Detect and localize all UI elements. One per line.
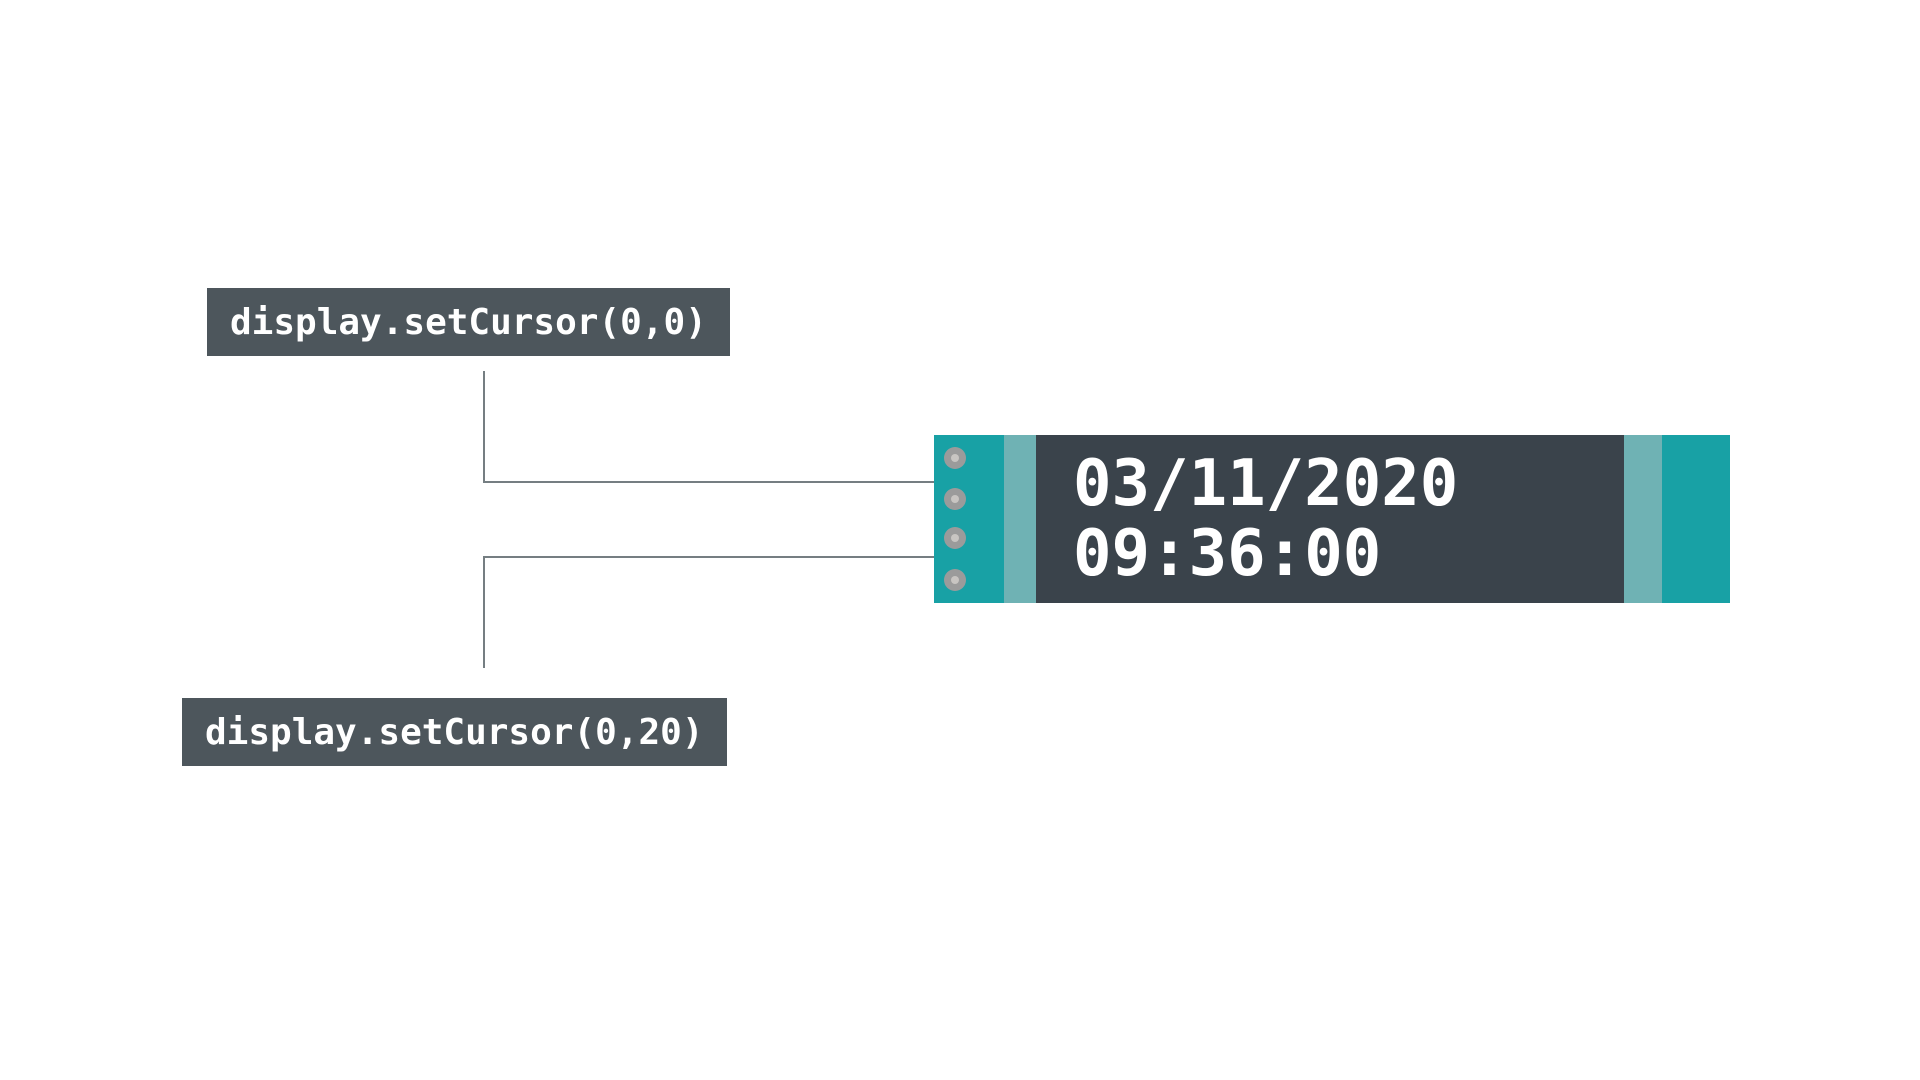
connector-vertical-top: [483, 371, 485, 483]
screen-text-date: 03/11/2020: [1073, 447, 1459, 521]
solder-pad-icon: [944, 569, 966, 591]
pcb-pin-column: [934, 435, 1004, 603]
connector-vertical-bottom: [483, 556, 485, 668]
pcb-edge-right: [1662, 435, 1730, 603]
connector-horizontal-bottom: [483, 556, 1004, 558]
solder-pad-icon: [944, 447, 966, 469]
connector-horizontal-top: [483, 481, 1004, 483]
solder-pad-icon: [944, 527, 966, 549]
code-label-set-cursor-0-20: display.setCursor(0,20): [182, 698, 727, 766]
screen-text-time: 09:36:00: [1073, 517, 1382, 591]
oled-screen: 03/11/2020 09:36:00: [1036, 435, 1624, 603]
solder-pad-icon: [944, 488, 966, 510]
code-label-set-cursor-0-0: display.setCursor(0,0): [207, 288, 730, 356]
pcb-bezel-strip-left: [1004, 435, 1036, 603]
oled-display-module: 03/11/2020 09:36:00: [934, 435, 1730, 603]
pcb-bezel-strip-right: [1624, 435, 1662, 603]
